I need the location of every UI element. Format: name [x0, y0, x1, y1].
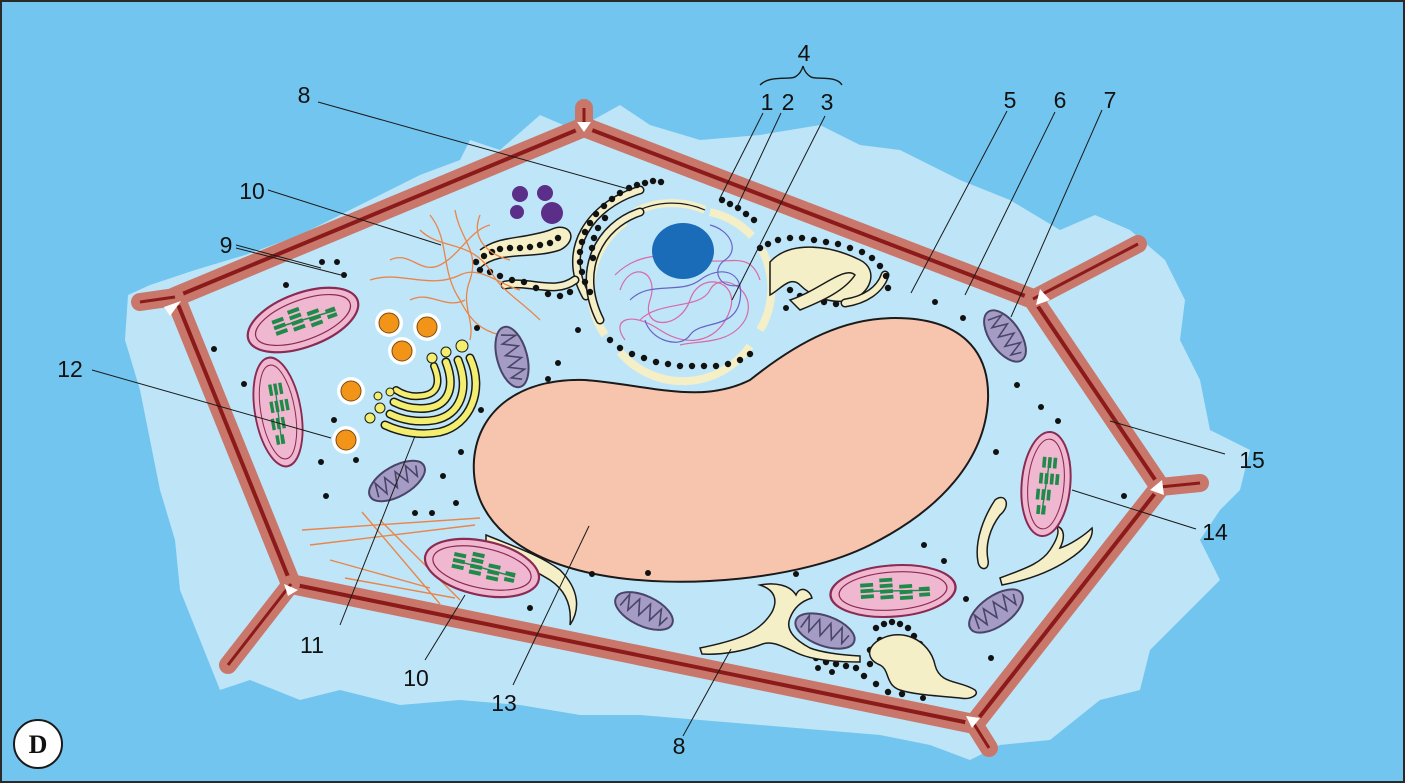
label-10-bottom: 10	[403, 665, 429, 691]
label-13: 13	[491, 690, 517, 716]
label-12: 12	[57, 356, 83, 382]
label-10-top: 10	[239, 178, 265, 204]
panel-letter: D	[29, 730, 48, 759]
panel-badge: D	[14, 720, 62, 768]
label-8-bottom: 8	[673, 733, 686, 759]
label-8-top: 8	[298, 82, 311, 108]
label-14: 14	[1202, 519, 1228, 545]
label-11: 11	[300, 632, 324, 658]
nucleolus	[652, 223, 714, 279]
label-3: 3	[821, 89, 834, 115]
label-2: 2	[782, 89, 795, 115]
label-7: 7	[1104, 87, 1117, 113]
nucleus	[591, 203, 772, 381]
label-6: 6	[1054, 87, 1067, 113]
label-1: 1	[761, 89, 774, 115]
label-4: 4	[798, 40, 811, 66]
label-15: 15	[1239, 447, 1265, 473]
label-9: 9	[220, 232, 233, 258]
label-5: 5	[1004, 87, 1017, 113]
